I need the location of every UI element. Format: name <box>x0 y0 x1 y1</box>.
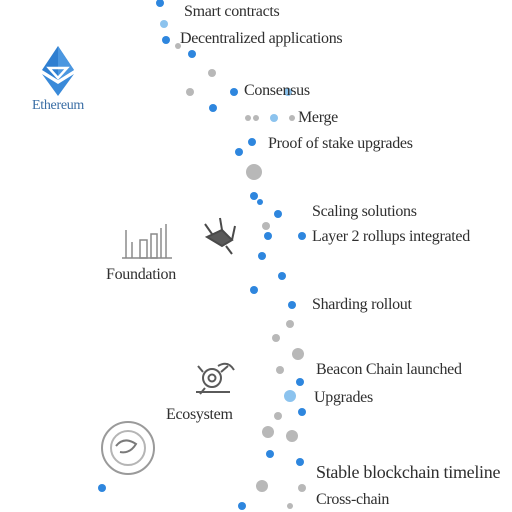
timeline-dot <box>289 115 295 121</box>
timeline-dot <box>270 114 278 122</box>
dial-icon <box>102 422 154 474</box>
timeline-dot <box>276 366 284 374</box>
label-stable-timeline: Stable blockchain timeline <box>316 462 500 483</box>
timeline-dot <box>209 104 217 112</box>
timeline-dot <box>186 88 194 96</box>
timeline-dot <box>250 192 258 200</box>
timeline-dot <box>235 148 243 156</box>
timeline-dot <box>296 378 304 386</box>
timeline-dot <box>246 164 262 180</box>
label-smart-contracts: Smart contracts <box>184 3 279 21</box>
label-consensus: Consensus <box>244 82 310 100</box>
timeline-dot <box>284 390 296 402</box>
label-pos-upgrades: Proof of stake upgrades <box>268 135 413 153</box>
timeline-dot <box>248 138 256 146</box>
timeline-dot <box>286 430 298 442</box>
ethereum-icon <box>42 46 74 96</box>
timeline-dot <box>288 301 296 309</box>
timeline-dot <box>250 286 258 294</box>
timeline-dot <box>298 232 306 240</box>
timeline-dot <box>274 210 282 218</box>
timeline-dot <box>286 320 294 328</box>
timeline-dot <box>287 503 293 509</box>
timeline-dot <box>278 272 286 280</box>
timeline-dot <box>272 334 280 342</box>
timeline-dot <box>274 412 282 420</box>
timeline-dot <box>258 252 266 260</box>
timeline-dot <box>257 199 263 205</box>
timeline-dot <box>264 232 272 240</box>
label-foundation: Foundation <box>106 266 176 284</box>
timeline-dot <box>298 408 306 416</box>
timeline-dot <box>262 426 274 438</box>
timeline-dots <box>98 0 306 510</box>
timeline-dot <box>156 0 164 7</box>
timeline-dot <box>98 484 106 492</box>
network-node-icon <box>205 218 235 254</box>
label-scaling: Scaling solutions <box>312 203 417 221</box>
label-cross-chain: Cross-chain <box>316 491 389 509</box>
bar-chart-icon <box>122 224 172 258</box>
timeline-dot <box>230 88 238 96</box>
timeline-dot <box>298 484 306 492</box>
label-upgrades: Upgrades <box>314 389 373 407</box>
label-layer2: Layer 2 rollups integrated <box>312 228 470 246</box>
timeline-dot <box>208 69 216 77</box>
timeline-dot <box>256 480 268 492</box>
label-sharding: Sharding rollout <box>312 296 412 314</box>
timeline-dot <box>160 20 168 28</box>
label-merge: Merge <box>298 109 338 127</box>
label-beacon: Beacon Chain launched <box>316 361 462 379</box>
brand-label: Ethereum <box>32 98 84 114</box>
timeline-dot <box>162 36 170 44</box>
label-dapps: Decentralized applications <box>180 30 342 48</box>
gear-icon <box>196 364 234 394</box>
timeline-dot <box>266 450 274 458</box>
timeline-dot <box>253 115 259 121</box>
timeline-dot <box>292 348 304 360</box>
timeline-dot <box>245 115 251 121</box>
label-ecosystem: Ecosystem <box>166 406 233 424</box>
timeline-dot <box>238 502 246 510</box>
timeline-dot <box>262 222 270 230</box>
timeline-dot <box>188 50 196 58</box>
timeline-dot <box>296 458 304 466</box>
